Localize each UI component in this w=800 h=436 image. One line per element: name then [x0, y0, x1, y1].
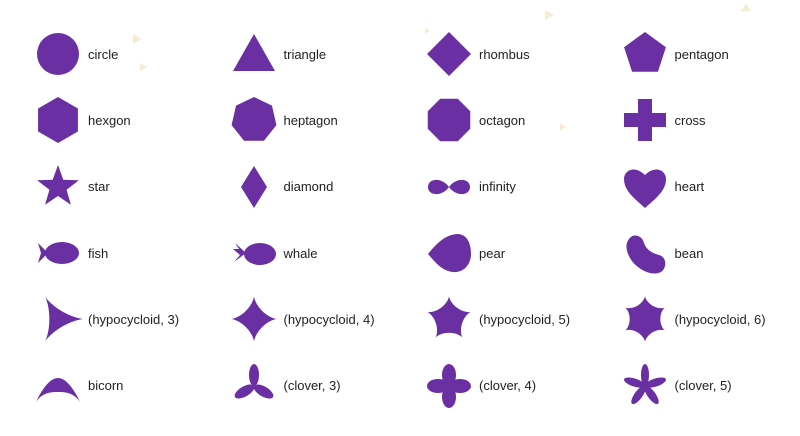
- clover-3-icon: [234, 363, 273, 399]
- clover-4-icon: [427, 363, 471, 408]
- confetti-triangle: [133, 34, 142, 44]
- shape-label: octagon: [479, 112, 526, 128]
- shape-label: whale: [283, 245, 318, 261]
- whale-icon: [232, 243, 276, 266]
- shape-label: hexgon: [88, 112, 131, 128]
- fish-icon: [38, 242, 79, 265]
- shape-label: (hypocycloid, 4): [283, 311, 375, 327]
- confetti-triangle: [425, 28, 430, 34]
- shape-label: diamond: [283, 179, 334, 195]
- shape-item: heart: [621, 154, 800, 220]
- bean-icon: [625, 235, 665, 274]
- shape-label: cross: [674, 112, 706, 128]
- shape-item: circle: [34, 21, 230, 87]
- shape-label: circle: [88, 46, 119, 62]
- shape-item: cross: [621, 87, 800, 153]
- shape-label: heptagon: [283, 112, 338, 128]
- shape-label: bean: [674, 245, 704, 261]
- shape-item: (clover, 4): [425, 352, 621, 418]
- shape-label: (hypocycloid, 5): [479, 311, 571, 327]
- confetti-triangle: [545, 10, 554, 20]
- shape-item: rhombus: [425, 21, 621, 87]
- hypocycloid-5-icon: [427, 296, 471, 338]
- shape-label: star: [88, 179, 110, 195]
- infinity-icon: [428, 179, 470, 194]
- shape-label: fish: [88, 245, 109, 261]
- shape-label: heart: [674, 179, 705, 195]
- octagon-icon: [427, 99, 471, 142]
- cross-icon: [623, 99, 666, 142]
- hypocycloid-4-icon: [230, 296, 277, 343]
- shape-label: bicorn: [88, 378, 124, 394]
- bicorn-icon: [36, 377, 80, 402]
- heptagon-icon: [231, 97, 276, 142]
- shape-item: (hypocycloid, 5): [425, 286, 621, 352]
- confetti-triangle: [140, 63, 147, 71]
- shape-item: infinity: [425, 154, 621, 220]
- shape-item: (clover, 5): [621, 352, 800, 418]
- shape-item: pear: [425, 220, 621, 286]
- shape-label: pentagon: [674, 46, 729, 62]
- shape-item: hexgon: [34, 87, 230, 153]
- clover-5-icon: [623, 363, 666, 404]
- shape-grid: circle triangle rhombus pentagon hexgon hepta…: [34, 21, 800, 419]
- shape-item: octagon: [425, 87, 621, 153]
- shape-item: (hypocycloid, 3): [34, 286, 230, 352]
- shape-label: (clover, 5): [674, 378, 732, 394]
- heart-icon: [623, 169, 666, 208]
- shape-item: triangle: [230, 21, 426, 87]
- shape-item: (hypocycloid, 6): [621, 286, 800, 352]
- shape-item: fish: [34, 220, 230, 286]
- shape-item: pentagon: [621, 21, 800, 87]
- hypocycloid-6-icon: [624, 296, 665, 343]
- shape-item: bean: [621, 220, 800, 286]
- shape-label: infinity: [479, 179, 516, 195]
- shape-label: pear: [479, 245, 506, 261]
- shape-item: heptagon: [230, 87, 426, 153]
- rhombus-icon: [427, 32, 471, 77]
- confetti-triangle: [741, 3, 751, 11]
- star-icon: [37, 164, 79, 205]
- shape-label: (clover, 4): [479, 378, 537, 394]
- shape-item: (hypocycloid, 4): [230, 286, 426, 352]
- shape-label: rhombus: [479, 46, 530, 62]
- shape-item: star: [34, 154, 230, 220]
- shape-label: (hypocycloid, 3): [88, 311, 180, 327]
- shape-item: whale: [230, 220, 426, 286]
- shape-item: bicorn: [34, 352, 230, 418]
- hypocycloid-3-icon: [45, 296, 82, 342]
- shape-label: (clover, 3): [283, 378, 341, 394]
- pear-icon: [428, 234, 471, 273]
- pentagon-icon: [623, 32, 666, 72]
- shape-label: triangle: [283, 46, 327, 62]
- shape-item: diamond: [230, 154, 426, 220]
- confetti-triangle: [560, 123, 566, 131]
- hexagon-icon: [38, 97, 78, 144]
- triangle-icon: [232, 34, 275, 72]
- shape-label: (hypocycloid, 6): [674, 311, 766, 327]
- circle-icon: [37, 33, 79, 76]
- diamond-icon: [240, 165, 267, 208]
- shape-item: (clover, 3): [230, 352, 426, 418]
